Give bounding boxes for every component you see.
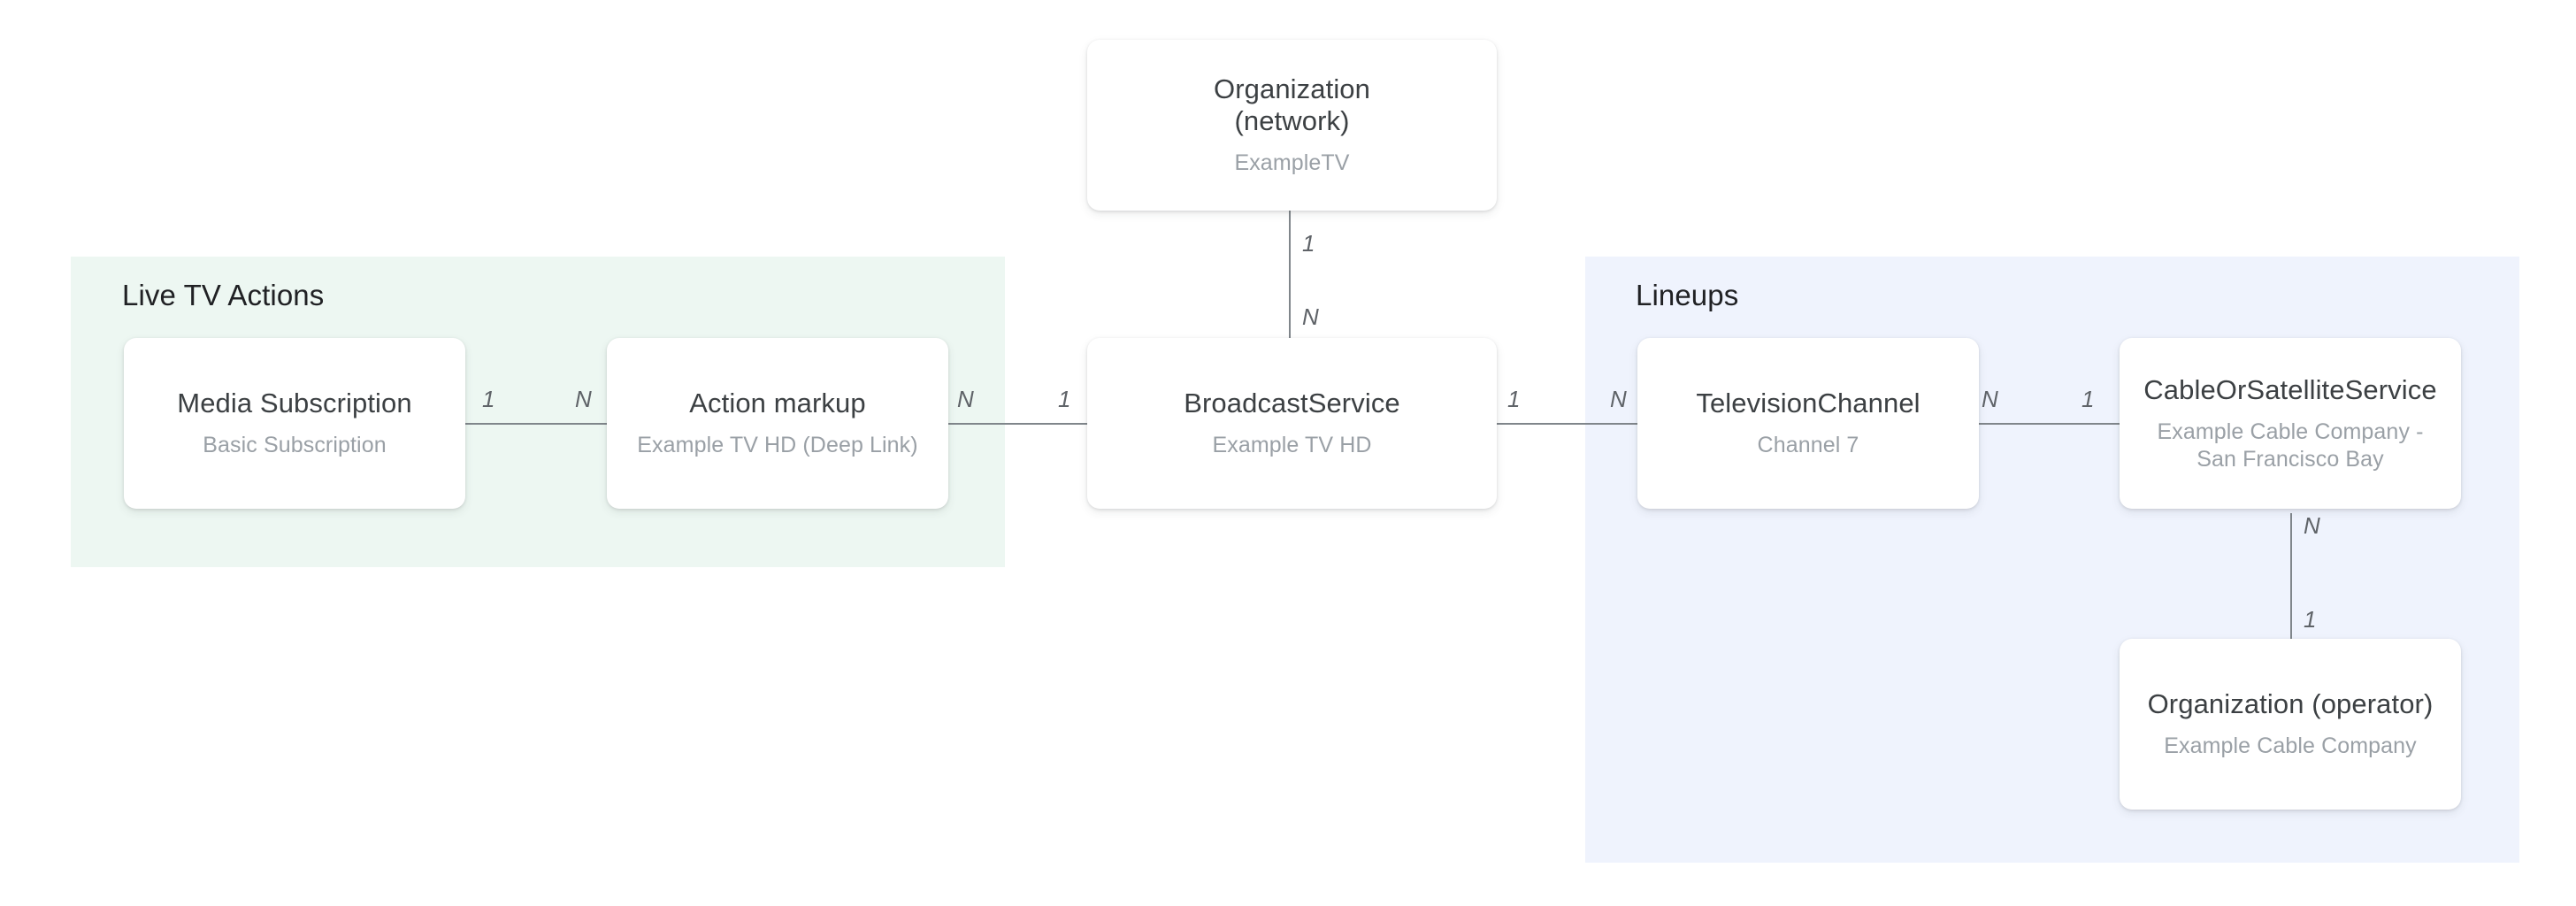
node-title-television-channel: TelevisionChannel (1696, 388, 1920, 418)
node-subtitle-broadcast-service: Example TV HD (1212, 433, 1372, 457)
node-cable-or-satellite-service[interactable]: CableOrSatelliteService Example Cable Co… (2120, 338, 2461, 509)
group-title-live-tv-actions: Live TV Actions (122, 279, 325, 311)
edge-label-television-channel-to-cable-or-satellite-service-from: N (1982, 386, 1998, 412)
node-subtitle-television-channel: Channel 7 (1757, 433, 1859, 457)
edge-label-cable-or-satellite-service-to-org-operator-from: N (2304, 512, 2320, 539)
node-subtitle-media-subscription: Basic Subscription (203, 433, 387, 457)
node-title-organization-operator: Organization (operator) (2147, 688, 2434, 719)
edge-label-television-channel-to-cable-or-satellite-service-to: 1 (2082, 386, 2095, 412)
edge-label-broadcast-service-to-television-channel-from: 1 (1507, 386, 1521, 412)
node-title-media-subscription: Media Subscription (177, 388, 412, 418)
node-subtitle-action-markup: Example TV HD (Deep Link) (637, 433, 918, 457)
edge-label-cable-or-satellite-service-to-org-operator-to: 1 (2304, 606, 2317, 633)
edge-line-broadcast-service-to-television-channel (1486, 423, 1698, 425)
edge-label-org-network-to-broadcast-service-from: 1 (1302, 230, 1315, 257)
edge-label-broadcast-service-to-television-channel-to: N (1610, 386, 1627, 412)
node-title-line1: Organization (1214, 73, 1370, 104)
edge-label-action-markup-to-broadcast-service-to: 1 (1058, 386, 1071, 412)
node-organization-network[interactable]: Organization (network) ExampleTV (1087, 40, 1497, 211)
node-organization-operator[interactable]: Organization (operator) Example Cable Co… (2120, 639, 2461, 810)
node-title-line2: (network) (1234, 105, 1350, 136)
node-media-subscription[interactable]: Media Subscription Basic Subscription (124, 338, 465, 509)
node-title-action-markup: Action markup (689, 388, 866, 418)
edge-line-cable-or-satellite-service-to-org-operator (2290, 513, 2292, 644)
node-title-organization-network: Organization (network) (1214, 73, 1370, 137)
node-title-cable-or-satellite-service: CableOrSatelliteService (2143, 373, 2437, 405)
edge-label-media-subscription-to-action-markup-to: N (575, 386, 592, 412)
node-broadcast-service[interactable]: BroadcastService Example TV HD (1087, 338, 1497, 509)
node-subtitle-cable-or-satellite-service: Example Cable Company - San Francisco Ba… (2157, 418, 2424, 472)
node-subtitle-organization-operator: Example Cable Company (2164, 733, 2417, 758)
edge-label-media-subscription-to-action-markup-from: 1 (482, 386, 495, 412)
edge-label-org-network-to-broadcast-service-to: N (1302, 303, 1319, 330)
group-title-lineups: Lineups (1636, 279, 1739, 311)
edge-line-media-subscription-to-action-markup (460, 423, 610, 425)
edge-line-action-markup-to-broadcast-service (938, 423, 1150, 425)
edge-label-action-markup-to-broadcast-service-from: N (957, 386, 974, 412)
edge-line-org-network-to-broadcast-service (1289, 211, 1291, 343)
node-subtitle-organization-network: ExampleTV (1234, 150, 1350, 175)
node-television-channel[interactable]: TelevisionChannel Channel 7 (1637, 338, 1979, 509)
node-action-markup[interactable]: Action markup Example TV HD (Deep Link) (607, 338, 948, 509)
node-title-broadcast-service: BroadcastService (1184, 388, 1400, 418)
edge-line-television-channel-to-cable-or-satellite-service (1955, 423, 2132, 425)
